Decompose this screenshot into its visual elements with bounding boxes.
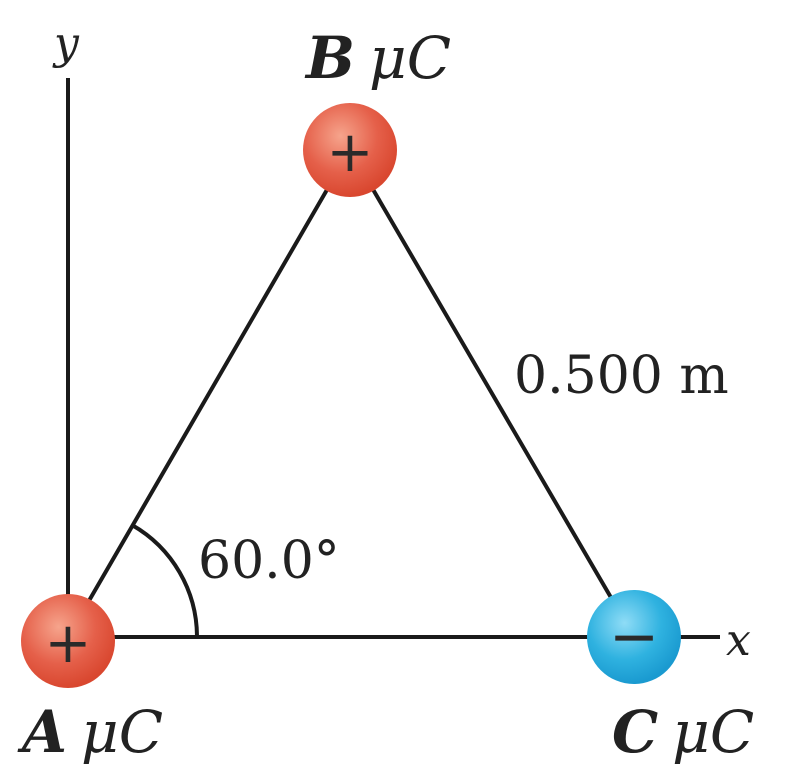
side-a-b xyxy=(66,148,352,639)
plus-sign-b: + xyxy=(327,120,374,185)
charge-a: + xyxy=(21,594,115,688)
minus-sign-c: − xyxy=(609,602,659,672)
angle-label: 60.0° xyxy=(198,531,340,591)
angle-arc xyxy=(131,523,199,638)
side-b-c xyxy=(348,148,636,639)
charge-b: + xyxy=(303,103,397,197)
plus-sign-a: + xyxy=(45,611,92,676)
y-axis-label: y xyxy=(52,18,80,69)
side-length-label: 0.500 m xyxy=(514,346,729,406)
x-axis-label: x xyxy=(726,615,751,666)
charge-c: − xyxy=(587,590,681,684)
